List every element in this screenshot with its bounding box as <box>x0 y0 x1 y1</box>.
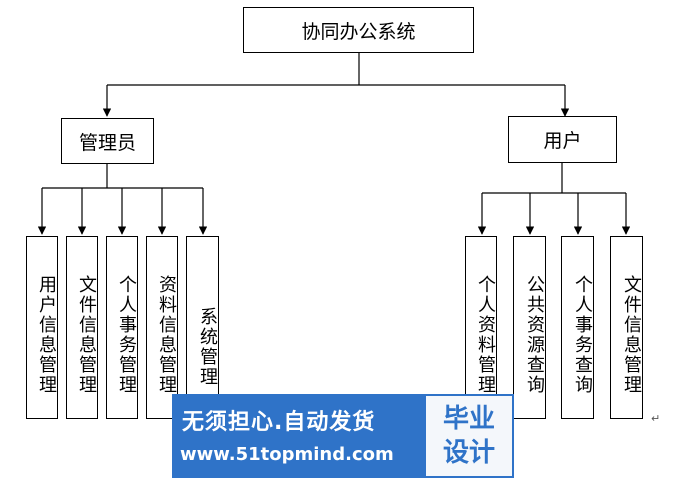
admin-child-node: 用户信息管理 <box>26 236 58 419</box>
user-child-label: 个人事务查询 <box>572 274 593 395</box>
admin-node: 管理员 <box>61 118 154 164</box>
user-node: 用户 <box>508 116 617 163</box>
user-child-node: 个人事务查询 <box>561 236 594 419</box>
watermark-url: www.51topmind.com <box>180 444 394 465</box>
watermark-banner: 无须担心.自动发货 www.51topmind.com 毕业 设计 <box>172 394 514 478</box>
admin-child-label: 文件信息管理 <box>76 274 97 395</box>
user-child-label: 文件信息管理 <box>621 274 642 395</box>
paragraph-mark: ↵ <box>651 412 661 425</box>
admin-child-label: 用户信息管理 <box>36 274 57 395</box>
watermark-slogan: 无须担心.自动发货 <box>182 410 376 435</box>
root-node: 协同办公系统 <box>243 7 474 53</box>
admin-child-node: 个人事务管理 <box>106 236 138 419</box>
watermark-badge-top: 毕业 <box>442 404 495 434</box>
root-label: 协同办公系统 <box>301 20 416 43</box>
admin-label: 管理员 <box>78 131 136 154</box>
user-child-node: 文件信息管理 <box>610 236 643 419</box>
user-label: 用户 <box>543 130 582 152</box>
user-child-node: 公共资源查询 <box>513 236 546 419</box>
admin-child-node: 系统管理 <box>186 236 219 419</box>
watermark-badge: 毕业 设计 <box>424 394 514 478</box>
admin-child-node: 资料信息管理 <box>146 236 178 419</box>
admin-child-node: 文件信息管理 <box>66 236 98 419</box>
watermark-main: 无须担心.自动发货 www.51topmind.com <box>172 394 424 478</box>
admin-child-label: 资料信息管理 <box>156 274 177 395</box>
user-child-node: 个人资料管理 <box>465 236 497 419</box>
user-child-label: 公共资源查询 <box>524 274 545 395</box>
watermark-badge-bottom: 设计 <box>442 438 495 468</box>
admin-child-label: 个人事务管理 <box>116 274 137 395</box>
admin-child-label: 系统管理 <box>197 306 218 387</box>
user-child-label: 个人资料管理 <box>475 274 496 395</box>
